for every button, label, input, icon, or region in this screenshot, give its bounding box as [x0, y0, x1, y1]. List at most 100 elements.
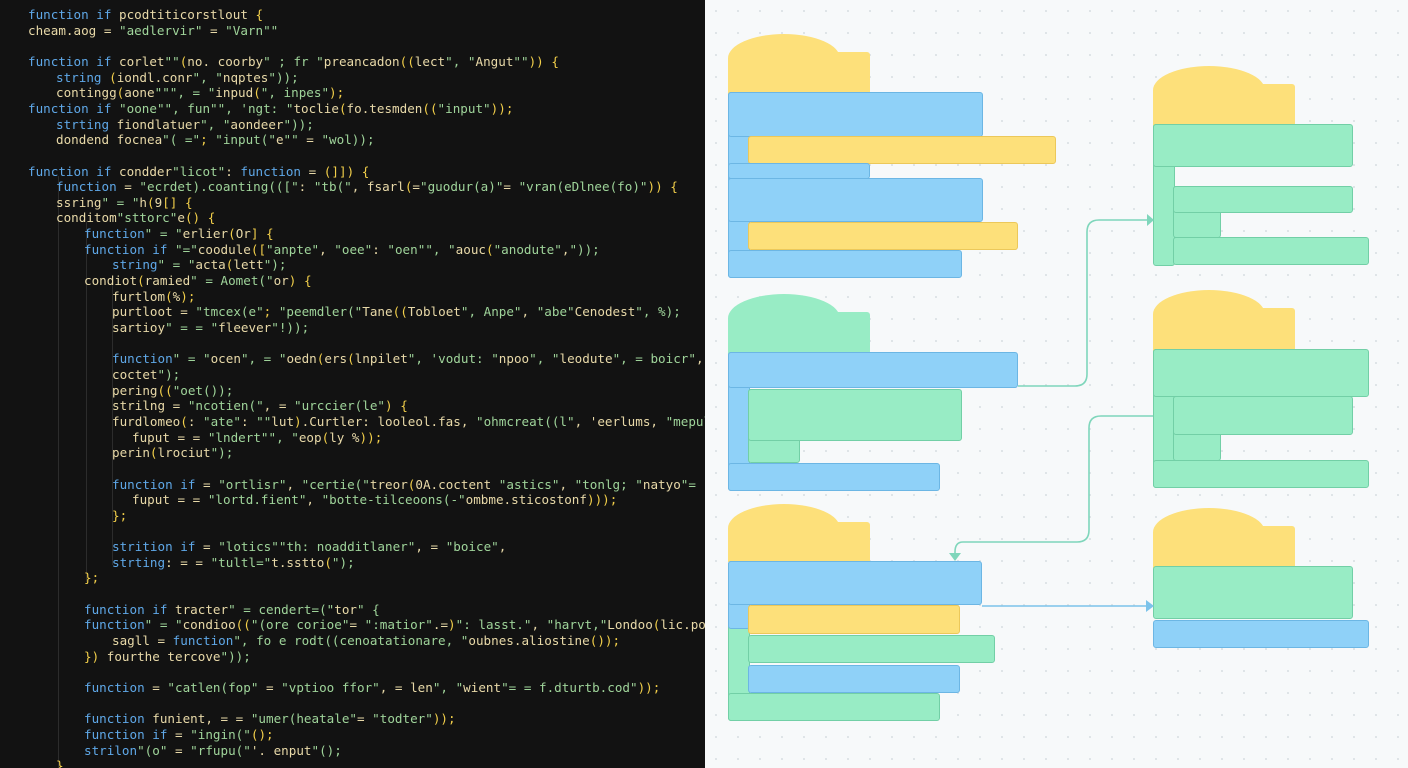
event-hat-block[interactable]	[1153, 290, 1295, 351]
code-line[interactable]: function if condder"licot": function = (…	[28, 164, 369, 179]
code-line[interactable]: function" = "ocen", = "oedn(ers(lnpilet"…	[112, 351, 705, 366]
code-line[interactable]: fuput = = "lndert"", "eop(ly %));	[132, 430, 382, 445]
code-editor-panel[interactable]: function if pcodtiticorstlout {cheam.aog…	[0, 0, 705, 768]
event-hat-block[interactable]	[728, 294, 870, 354]
code-token: )	[180, 288, 188, 304]
code-line[interactable]: string (iondl.conr", "nqptes"));	[56, 70, 299, 85]
statement-block[interactable]	[1173, 237, 1369, 265]
code-line[interactable]: contingg(aone""", = "inpud(", inpes");	[56, 85, 344, 100]
code-line[interactable]: function if = "ortlisr", "certie("treor(…	[112, 477, 705, 492]
code-line[interactable]: pering(("oet());	[112, 383, 233, 398]
code-line[interactable]: function if tracter" = cendert=("tor" {	[84, 602, 380, 617]
code-token: acta	[195, 257, 226, 273]
statement-block[interactable]	[728, 463, 940, 491]
code-line[interactable]: perin(lrociut");	[112, 445, 233, 460]
code-token: ,	[531, 617, 547, 633]
code-token: "boice"	[445, 539, 499, 555]
code-token: =	[116, 179, 140, 195]
statement-block[interactable]	[748, 665, 960, 693]
code-token: strilng =	[112, 398, 188, 414]
code-line[interactable]: function if = "ingin("();	[84, 727, 274, 742]
code-token: if	[180, 476, 196, 492]
code-line[interactable]: function = "catlen(fop" = "vptioo ffor",…	[84, 680, 660, 695]
code-token: t.sstto	[271, 554, 325, 570]
code-token: %	[172, 288, 181, 304]
statement-block[interactable]	[748, 605, 960, 634]
event-hat-block[interactable]	[1153, 66, 1295, 126]
code-line[interactable]: strition if = "lotics""th: noadditlaner"…	[112, 539, 506, 554]
statement-block[interactable]	[1153, 620, 1369, 648]
statement-block[interactable]	[748, 136, 1056, 164]
code-line[interactable]: function funient, = = "umer(heatale"= "t…	[84, 711, 456, 726]
code-token: (	[400, 304, 408, 320]
indent-guide	[86, 222, 87, 582]
code-line[interactable]: }) fourthe tercove"));	[84, 649, 251, 664]
code-token: =	[356, 711, 373, 727]
code-token: ;	[187, 288, 196, 304]
code-line[interactable]: conditom"sttorc"e() {	[56, 210, 215, 225]
code-token: ", inpes"	[260, 85, 330, 101]
code-line[interactable]: strting: = = "tultl="t.sstto(");	[112, 555, 355, 570]
code-line[interactable]: };	[84, 570, 99, 585]
code-token: "oen"	[387, 241, 426, 257]
code-line[interactable]: purtloot = "tmcex(e"; "peemdler("Tane((T…	[112, 304, 681, 319]
code-line[interactable]: coctet");	[112, 367, 180, 382]
code-line[interactable]: strilng = "ncotien(", = "urccier(le") {	[112, 398, 408, 413]
code-line[interactable]: function if corlet""(no. coorby" ; fr "p…	[28, 54, 559, 69]
code-line[interactable]: strilon"(o" = "rfupu("'. enput"();	[84, 743, 342, 758]
block-canvas[interactable]	[705, 0, 1408, 768]
code-token: function	[172, 633, 234, 648]
statement-block[interactable]	[1173, 396, 1353, 435]
statement-block[interactable]	[728, 693, 940, 721]
code-line[interactable]: function if pcodtiticorstlout {	[28, 7, 263, 22]
code-line[interactable]: ssring" = "h(9[] {	[56, 195, 193, 210]
statement-block[interactable]	[1153, 566, 1353, 619]
code-line[interactable]: function" = "erlier(Or] {	[84, 226, 274, 241]
statement-block[interactable]	[728, 250, 962, 278]
code-line[interactable]: fuput = = "lortd.fient", "botte-tilceoon…	[132, 492, 617, 507]
code-token: )	[597, 633, 605, 648]
control-block[interactable]	[728, 352, 1018, 388]
code-line[interactable]: string" = "acta(lett");	[112, 257, 286, 272]
arrow-head-icon	[1147, 214, 1154, 226]
code-token: (	[250, 241, 259, 257]
event-hat-block[interactable]	[1153, 508, 1295, 568]
code-line[interactable]: };	[112, 508, 127, 523]
code-token: "wol));	[321, 132, 375, 148]
code-token: 9	[154, 194, 163, 210]
control-block[interactable]	[728, 561, 982, 605]
code-token: (	[243, 617, 251, 633]
code-token: , = len	[379, 679, 433, 695]
control-block[interactable]	[1153, 124, 1353, 167]
code-line[interactable]: furtlom(%);	[112, 289, 195, 304]
code-token: oedn	[286, 351, 317, 367]
statement-block[interactable]	[1173, 186, 1353, 213]
code-line[interactable]: function if "oone"", fun"", 'ngt: "tocli…	[28, 101, 513, 116]
code-token: iondl.conr	[116, 69, 193, 85]
control-block[interactable]	[728, 178, 983, 222]
code-token: )	[586, 492, 595, 508]
code-line[interactable]: dondend focnea"( ="; "input("e"" = "wol)…	[56, 132, 375, 147]
code-line[interactable]: function" = "condioo(("(ore corioe"= ":m…	[84, 617, 705, 632]
statement-block[interactable]	[1153, 460, 1369, 488]
code-line[interactable]: function = "ecrdet).coanting(([": "tb(",…	[56, 179, 678, 194]
code-line[interactable]: cheam.aog = "aedlervir" = "Varn""	[28, 23, 278, 38]
event-hat-block[interactable]	[728, 34, 870, 94]
code-line[interactable]: furdlomeo(: "ate": ""lut).Curtler: loole…	[112, 414, 705, 429]
code-token: ,	[498, 539, 507, 555]
code-token: fleever	[218, 320, 272, 335]
code-line[interactable]: strting fiondlatuer", "aondeer"));	[56, 117, 314, 132]
statement-block[interactable]	[748, 222, 1018, 250]
code-line[interactable]: }	[56, 758, 64, 768]
code-token: ly %	[329, 429, 360, 445]
event-hat-block[interactable]	[728, 504, 870, 562]
code-line[interactable]: condiot(ramied" = Aomet("or) {	[84, 273, 312, 288]
code-line[interactable]: sartioy" = = "fleever"!));	[112, 320, 309, 335]
statement-block[interactable]	[748, 389, 962, 441]
statement-block[interactable]	[748, 635, 995, 663]
code-token	[200, 210, 208, 225]
code-line[interactable]: sagll = function", fo e rodt((cenoatatio…	[112, 633, 620, 648]
code-line[interactable]: function if "="coodule(["anpte", "oee": …	[84, 242, 600, 257]
code-token: lnpilet	[354, 351, 408, 367]
code-token: ""	[154, 85, 170, 101]
